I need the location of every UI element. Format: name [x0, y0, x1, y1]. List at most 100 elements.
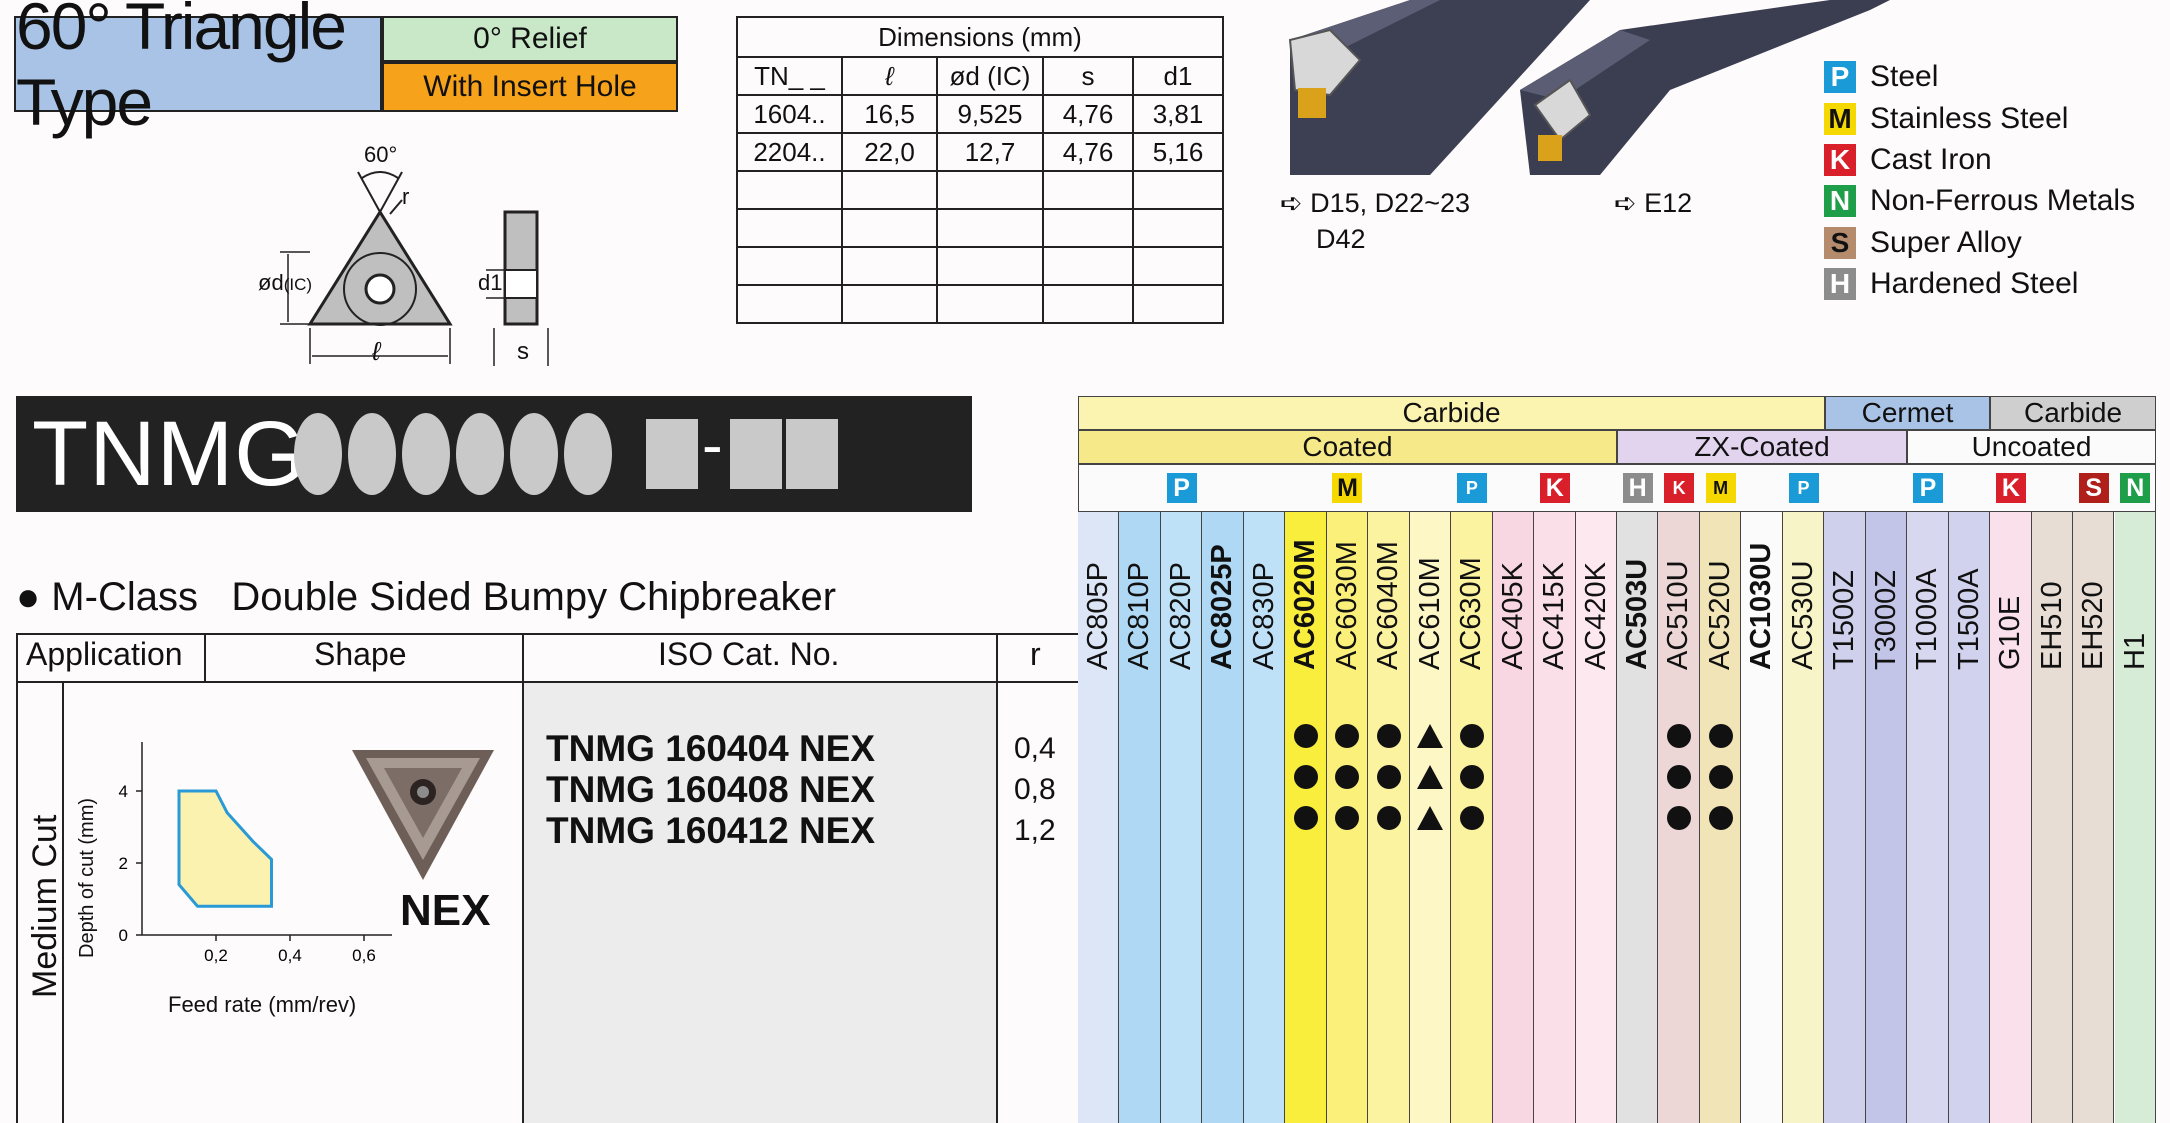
grade-name: AC6020M: [1289, 539, 1322, 670]
insert-photo: [352, 750, 494, 880]
dim-cell: 3,81: [1132, 94, 1224, 134]
partial-availability-mark: [1417, 724, 1444, 748]
availability-mark: [1667, 765, 1692, 789]
iso-cat-no: TNMG 160412 NEX: [546, 810, 876, 851]
material-badge: K: [1664, 473, 1695, 503]
availability-mark: [1708, 806, 1733, 830]
grade-name: T1000A: [1911, 568, 1944, 670]
x-tick-label: 0,6: [352, 946, 376, 965]
grade-name: AC415K: [1538, 561, 1571, 670]
availability-mark: [1294, 724, 1319, 748]
grade-column: [1119, 512, 1161, 1123]
tool-note-right: ➪ E12: [1614, 188, 1693, 218]
group-coated: Coated: [1078, 430, 1617, 464]
grade-name: AC805P: [1082, 561, 1114, 670]
grade-name: AC520U: [1703, 560, 1736, 670]
application-label: Medium Cut: [26, 814, 64, 998]
material-badge: K: [1539, 473, 1570, 503]
group-cermet: Cermet: [1825, 396, 1990, 430]
grade-column: [1865, 512, 1908, 1123]
dim-cell: 2204..: [736, 132, 843, 172]
radius-value: 1,2: [1014, 814, 1056, 847]
d1-label: d1: [478, 270, 503, 295]
grade-name: T1500A: [1952, 568, 1985, 670]
partial-availability-mark: [1417, 806, 1444, 830]
availability-mark: [1708, 765, 1733, 789]
availability-mark: [1459, 724, 1484, 748]
dim-cell: 16,5: [841, 94, 938, 134]
dim-header: s: [1042, 56, 1134, 96]
x-tick-label: 0,2: [204, 946, 228, 965]
material-badge: M: [1332, 473, 1363, 503]
grade-name: AC630M: [1455, 557, 1488, 670]
grade-column: [1575, 512, 1617, 1123]
dim-cell: 1604..: [736, 94, 843, 134]
code-placeholder: [510, 413, 558, 495]
availability-mark: [1335, 765, 1360, 789]
grade-name: G10E: [1994, 595, 2027, 670]
code-placeholder: [348, 413, 396, 495]
dimensions-caption: Dimensions (mm): [736, 16, 1224, 58]
code-placeholder: [730, 419, 782, 489]
code-placeholder: [294, 413, 342, 495]
iso-cat-no: TNMG 160404 NEX: [546, 728, 876, 769]
code-dash: -: [702, 411, 723, 480]
material-badge: M: [1705, 473, 1736, 503]
table-border: [996, 633, 998, 1123]
grade-name: EH510: [2035, 581, 2068, 670]
grade-column: [1243, 512, 1286, 1123]
group-zx-coated: ZX-Coated: [1617, 430, 1907, 464]
dim-header: d1: [1132, 56, 1224, 96]
dim-cell: 12,7: [936, 132, 1044, 172]
dim-header: ød (IC): [936, 56, 1044, 96]
iso-header: ISO Cat. No.: [658, 636, 840, 672]
thickness-label: s: [517, 338, 529, 365]
availability-mark: [1376, 765, 1401, 789]
material-badge: K: [1995, 473, 2026, 503]
grade-name: H1: [2118, 632, 2151, 670]
grade-name: AC6030M: [1330, 541, 1363, 670]
tool-holder-images: [1288, 0, 1890, 175]
dim-cell: 22,0: [841, 132, 938, 172]
chart-xlabel: Feed rate (mm/rev): [168, 992, 357, 1017]
availability-mark: [1459, 765, 1484, 789]
dim-cell: 4,76: [1042, 132, 1134, 172]
dim-cell: 4,76: [1042, 94, 1134, 134]
grade-name: AC830P: [1247, 561, 1280, 670]
grade-name: T3000Z: [1869, 570, 1902, 670]
availability-mark: [1376, 806, 1401, 830]
application-header: Application: [26, 636, 183, 672]
availability-mark: [1294, 806, 1319, 830]
product-code: TNMG: [32, 403, 307, 505]
grade-name: AC420K: [1579, 561, 1612, 670]
grade-name: AC8025P: [1206, 544, 1239, 670]
grade-column: [1078, 512, 1120, 1123]
table-border: [204, 633, 206, 682]
material-badge: P: [1912, 473, 1943, 503]
chart-ylabel: Depth of cut (mm): [76, 797, 98, 958]
code-placeholder: [402, 413, 450, 495]
availability-mark: [1335, 806, 1360, 830]
grade-column: [1534, 512, 1576, 1123]
grade-name: AC810P: [1123, 561, 1156, 670]
radius-header: r: [1030, 636, 1041, 672]
grade-column: [1492, 512, 1535, 1123]
insert-hole-label: With Insert Hole: [382, 62, 678, 112]
code-placeholder: [646, 419, 698, 489]
grade-name: AC610M: [1413, 557, 1446, 670]
grade-column: [2031, 512, 2074, 1123]
tool-note-left-2: D42: [1316, 224, 1366, 254]
radius-label: r: [402, 184, 410, 209]
group-carbide: Carbide: [1078, 396, 1825, 430]
grade-name: EH520: [2077, 581, 2110, 670]
grade-column: [1782, 512, 1825, 1123]
material-badge-row: [1078, 464, 2156, 512]
material-badge: H: [1622, 473, 1653, 503]
grade-column: [1948, 512, 1991, 1123]
dim-header: TN_ _: [736, 56, 843, 96]
